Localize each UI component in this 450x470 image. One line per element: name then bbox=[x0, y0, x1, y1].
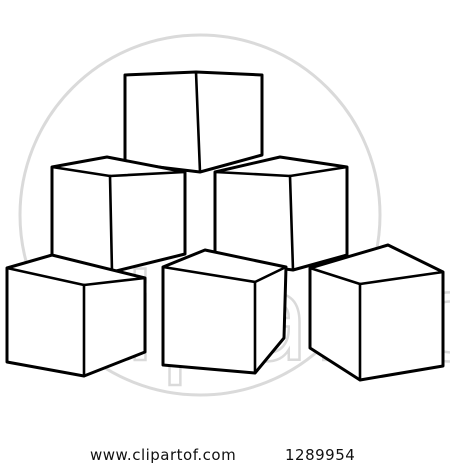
cube-middle-left bbox=[50, 155, 187, 274]
footer-site: www.clipartof.com bbox=[90, 446, 237, 464]
cube-middle-right bbox=[213, 155, 349, 272]
cube-top bbox=[123, 70, 264, 174]
cube-bottom-right bbox=[308, 243, 445, 382]
cube-bottom-middle bbox=[161, 248, 288, 375]
cube-bottom-left bbox=[5, 253, 147, 378]
footer-image-id: 1289954 bbox=[285, 446, 356, 464]
